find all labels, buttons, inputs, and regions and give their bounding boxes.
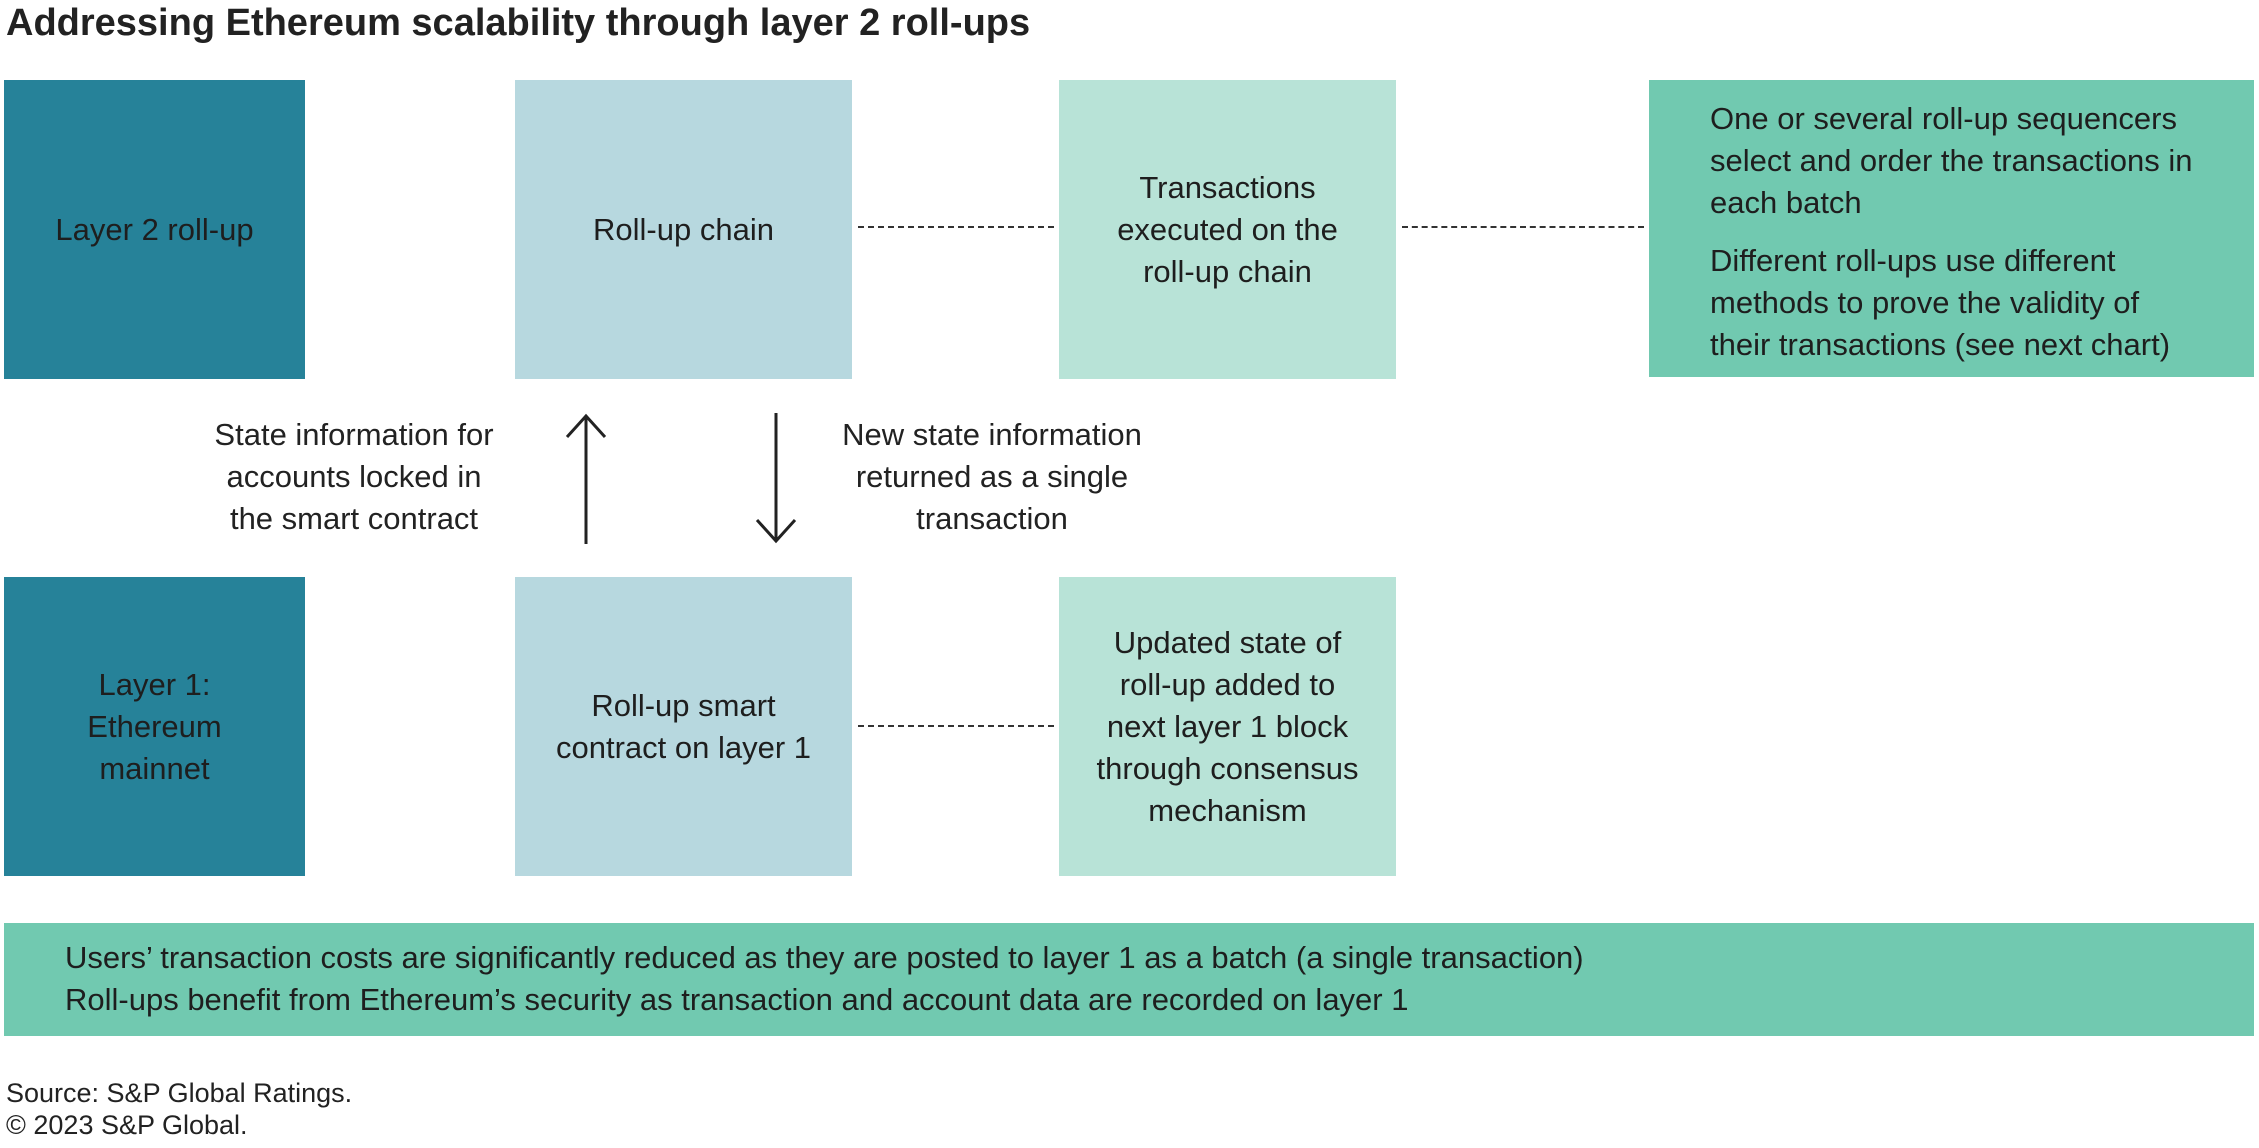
layer1-ethereum-box: Layer 1: Ethereum mainnet (4, 577, 305, 876)
up-arrow-caption-line: the smart contract (229, 501, 479, 536)
layer2-rollup-box: Layer 2 roll-up (4, 80, 305, 379)
source-line: Source: S&P Global Ratings. (6, 1078, 353, 1108)
page-title: Addressing Ethereum scalability through … (6, 2, 1031, 44)
layer1-ethereum-line: Ethereum (87, 708, 222, 744)
footer-note-line-2: Roll-ups benefit from Ethereum’s securit… (65, 982, 1409, 1017)
sequencer-note-line: their transactions (see next chart) (1710, 327, 2171, 362)
rollup-chain-label: Roll-up chain (593, 211, 774, 247)
updated-state-line: next layer 1 block (1106, 708, 1349, 744)
copyright-line: © 2023 S&P Global. (6, 1110, 248, 1140)
smart-contract-line: Roll-up smart (591, 687, 776, 723)
updated-state-line: through consensus (1096, 750, 1359, 786)
sequencer-note-line: methods to prove the validity of (1710, 285, 2140, 320)
transactions-executed-box: Transactions executed on the roll-up cha… (1059, 80, 1396, 379)
transactions-executed-line: Transactions (1139, 169, 1316, 205)
updated-state-box: Updated state of roll-up added to next l… (1059, 577, 1396, 876)
smart-contract-box: Roll-up smart contract on layer 1 (515, 577, 852, 876)
sequencer-note-line: One or several roll-up sequencers (1710, 101, 2177, 136)
sequencer-note-line: each batch (1710, 185, 1862, 220)
layer1-ethereum-line: mainnet (99, 750, 210, 786)
sequencer-note-box: One or several roll-up sequencers select… (1649, 80, 2254, 377)
sequencer-note-paragraph-1: One or several roll-up sequencers select… (1710, 98, 2254, 224)
up-arrow-caption-line: State information for (214, 417, 494, 452)
down-arrow-caption-line: returned as a single (855, 459, 1129, 494)
layer1-ethereum-line: Layer 1: (98, 666, 211, 702)
transactions-executed-line: executed on the (1117, 211, 1338, 247)
dashed-connector-transactions-to-note (1402, 226, 1644, 228)
down-arrow-caption: New state information returned as a sing… (822, 414, 1162, 540)
updated-state-line: Updated state of (1113, 624, 1342, 660)
sequencer-note-line: Different roll-ups use different (1710, 243, 2116, 278)
up-arrow-icon (565, 413, 607, 544)
up-arrow-caption: State information for accounts locked in… (184, 414, 524, 540)
down-arrow-icon (755, 413, 797, 544)
dashed-connector-contract-to-updated (858, 725, 1054, 727)
up-arrow-caption-line: accounts locked in (226, 459, 482, 494)
transactions-executed-line: roll-up chain (1143, 253, 1312, 289)
rollup-chain-box: Roll-up chain (515, 80, 852, 379)
footer-note-line-1: Users’ transaction costs are significant… (65, 940, 1584, 975)
smart-contract-line: contract on layer 1 (555, 729, 812, 765)
layer2-rollup-label: Layer 2 roll-up (55, 211, 254, 247)
updated-state-line: roll-up added to (1119, 666, 1336, 702)
sequencer-note-paragraph-2: Different roll-ups use different methods… (1710, 240, 2254, 366)
footer-note-box: Users’ transaction costs are significant… (4, 923, 2254, 1036)
down-arrow-caption-line: New state information (842, 417, 1142, 452)
sequencer-note-line: select and order the transactions in (1710, 143, 2193, 178)
down-arrow-caption-line: transaction (916, 501, 1068, 536)
dashed-connector-chain-to-transactions (858, 226, 1054, 228)
updated-state-line: mechanism (1148, 792, 1307, 828)
